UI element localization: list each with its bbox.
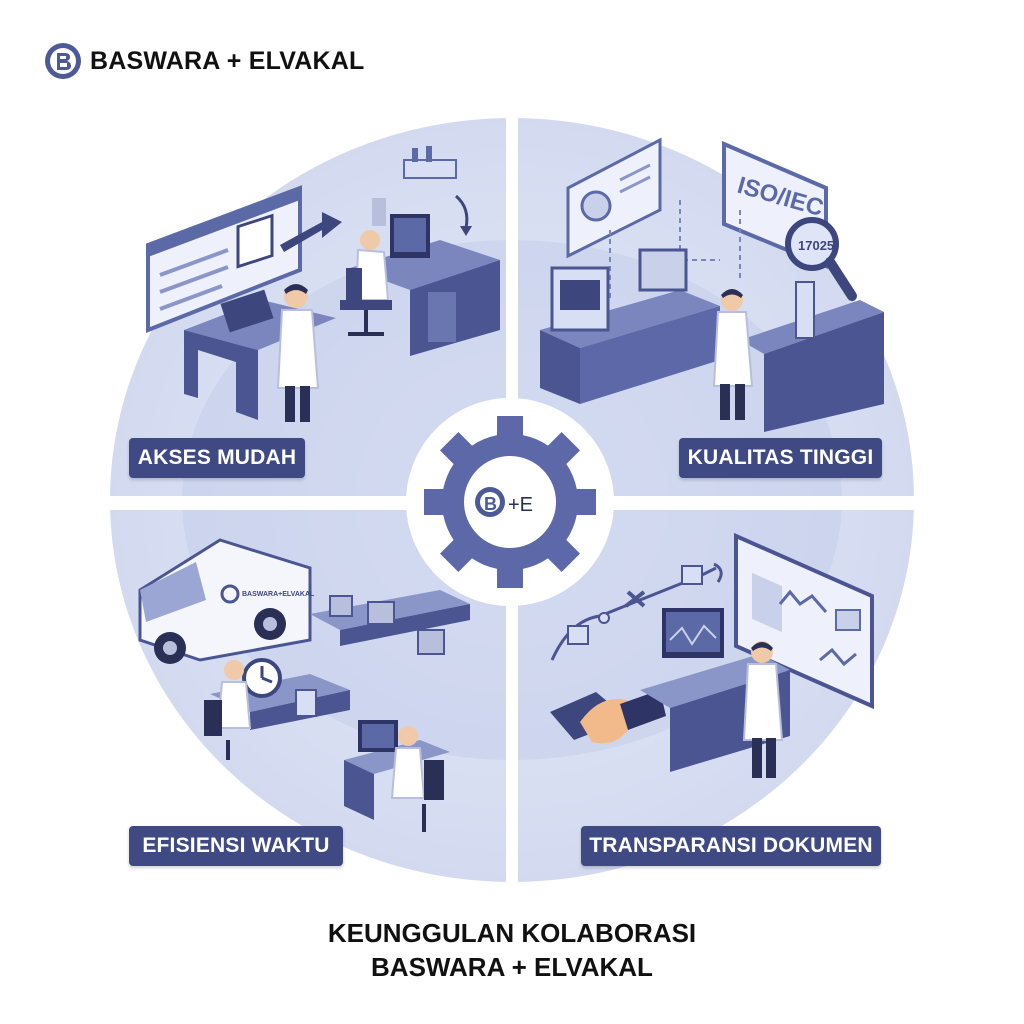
illustration-akses-mudah <box>146 146 500 422</box>
center-badge-mark: B <box>484 494 497 514</box>
illustration-efisiensi-waktu: BASWARA+ELVAKAL <box>138 538 470 832</box>
label-efisiensi-waktu: EFISIENSI WAKTU <box>129 826 343 866</box>
baswara-b-logo-icon <box>45 43 81 79</box>
brand-name: BASWARA + ELVAKAL <box>90 46 365 75</box>
gear-icon <box>424 416 596 588</box>
center-badge-text: +E <box>508 494 533 516</box>
van-brand-text: BASWARA+ELVAKAL <box>242 591 315 598</box>
brand-header: BASWARA + ELVAKAL <box>44 42 364 80</box>
illustration-kualitas-tinggi: ISO/IEC 17025 <box>540 137 884 432</box>
label-transparansi-dokumen: TRANSPARANSI DOKUMEN <box>581 826 881 866</box>
iso-number-text: 17025 <box>798 238 834 253</box>
caption-line-2: BASWARA + ELVAKAL <box>371 952 653 982</box>
caption-line-1: KEUNGGULAN KOLABORASI <box>327 918 697 948</box>
label-akses-mudah: AKSES MUDAH <box>129 438 305 478</box>
diagram-caption: KEUNGGULAN KOLABORASI BASWARA + ELVAKAL <box>0 916 1024 984</box>
label-kualitas-tinggi: KUALITAS TINGGI <box>679 438 882 478</box>
center-gear-badge: B +E <box>406 398 614 606</box>
illustration-transparansi-dokumen <box>550 532 874 778</box>
